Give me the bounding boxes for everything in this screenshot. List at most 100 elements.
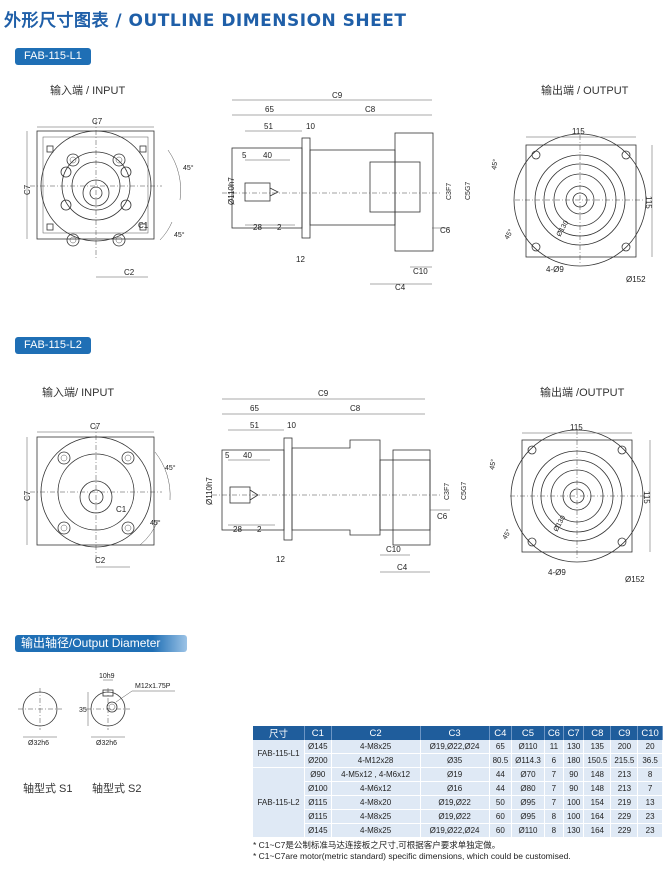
table-cell: 150.5 (583, 753, 612, 768)
table-cell: 90 (563, 767, 585, 782)
table-cell: Ø95 (511, 795, 545, 810)
table-cell: 13 (637, 795, 663, 810)
table-cell: Ø80 (511, 781, 545, 796)
l1-input-view: C7 C7 C2 C1 45° 45° (23, 117, 194, 278)
dim-c9-l1: C9 (332, 91, 343, 100)
table-cell: 4-M8x25 (331, 809, 421, 824)
dim-115-top-l2: 115 (570, 423, 583, 432)
table-cell: Ø145 (304, 740, 332, 754)
section-badge-shaft: 输出轴径/Output Diameter (15, 635, 187, 652)
table-cell: 7 (544, 767, 564, 782)
table-cell: 7 (544, 795, 564, 810)
dim-32h6-s2: Ø32h6 (96, 740, 117, 747)
dim-c7-top-l1: C7 (92, 117, 103, 126)
table-cell: Ø19,Ø22,Ø24 (420, 823, 490, 838)
table-cell: Ø110 (511, 740, 545, 754)
input-label-l1: 输入端 / INPUT (50, 85, 126, 97)
dim-c5g7-l1: C5G7 (465, 182, 472, 200)
table-cell: 130 (563, 823, 585, 838)
table-cell: 215.5 (610, 753, 639, 768)
table-cell: 60 (489, 809, 513, 824)
dim-5-l2: 5 (225, 451, 230, 460)
shaft-type-s1-label: 轴型式 S1 (23, 783, 73, 795)
header-c9: C9 (610, 726, 639, 740)
dim-65-l2: 65 (250, 404, 259, 413)
dim-2-l1: 2 (277, 223, 282, 232)
table-cell: 200 (610, 740, 639, 754)
table-cell: 213 (610, 767, 639, 782)
dim-152-l2: Ø152 (625, 575, 645, 584)
dim-c8-l1: C8 (365, 105, 376, 114)
dim-c10-l2: C10 (386, 545, 401, 554)
dim-c6-l2: C6 (437, 512, 448, 521)
table-cell: 154 (583, 795, 612, 810)
table-cell: 229 (610, 823, 639, 838)
dim-c1-l1: C1 (138, 221, 149, 230)
table-cell: 50 (489, 795, 513, 810)
dim-35-s2: 35 (79, 707, 87, 714)
dim-holes-l2: 4-Ø9 (548, 568, 566, 577)
table-cell: Ø95 (511, 809, 545, 824)
table-cell: 135 (583, 740, 612, 754)
dim-holes-l1: 4-Ø9 (546, 265, 564, 274)
dim-c9-l2: C9 (318, 389, 329, 398)
dim-c3f7-l2: C3F7 (444, 483, 451, 500)
l2-side-view: C9 65 C8 51 10 5 40 Ø110h7 28 2 12 C3F7 … (205, 389, 468, 573)
table-cell: 4-M12x28 (331, 753, 421, 768)
table-cell: 44 (489, 781, 513, 796)
table-cell: Ø70 (511, 767, 545, 782)
table-cell: 180 (563, 753, 585, 768)
dim-115-top-l1: 115 (572, 127, 585, 136)
table-cell: Ø100 (304, 781, 332, 796)
table-cell: 90 (563, 781, 585, 796)
table-cell: Ø115 (304, 795, 332, 810)
dim-115-side-l1: 115 (644, 196, 653, 209)
table-cell: 60 (489, 823, 513, 838)
table-cell: 213 (610, 781, 639, 796)
table-cell: Ø19,Ø22 (420, 795, 490, 810)
dim-12-l1: 12 (296, 255, 305, 264)
header-c2: C2 (331, 726, 421, 740)
table-cell: Ø115 (304, 809, 332, 824)
angle-45-b-l1: 45° (174, 231, 185, 239)
dim-65-l1: 65 (265, 105, 274, 114)
table-cell: Ø19,Ø22 (420, 809, 490, 824)
dim-10-l1: 10 (306, 122, 315, 131)
dim-28-l1: 28 (253, 223, 262, 232)
dim-130-l1: Ø130 (556, 220, 571, 238)
l2-output-view: 115 115 Ø130 4-Ø9 Ø152 45° 45° (488, 423, 651, 584)
angle-45-out-b-l1: 45° (503, 228, 515, 241)
dim-51-l1: 51 (264, 122, 273, 131)
table-cell: 4-M8x20 (331, 795, 421, 810)
table-cell: 130 (563, 740, 585, 754)
header-c7: C7 (563, 726, 585, 740)
shaft-detail-s1: Ø32h6 (18, 688, 62, 747)
header-c1: C1 (304, 726, 332, 740)
table-cell: 164 (583, 823, 612, 838)
dim-c7-side-l2: C7 (23, 490, 32, 501)
note-1: * C1~C7是公制标准马达连接板之尺寸,可根据客户要求单独定做。 (253, 840, 501, 850)
dim-c6-l1: C6 (440, 226, 451, 235)
dim-32h6-s1: Ø32h6 (28, 740, 49, 747)
angle-45-a-l2: 45° (165, 464, 176, 472)
spec-table: 尺寸 C1 C2 C3 C4 C5 C6 C7 C8 C9 C10 FAB-11… (253, 726, 663, 838)
dim-40-l2: 40 (243, 451, 252, 460)
output-label-l2: 输出端 /OUTPUT (540, 387, 625, 399)
header-c5: C5 (511, 726, 545, 740)
dim-c5g7-l2: C5G7 (461, 482, 468, 500)
table-model-cell: FAB-115-L2 (253, 767, 305, 838)
dim-152-l1: Ø152 (626, 275, 646, 284)
table-cell: 4-M8x25 (331, 823, 421, 838)
table-cell: 219 (610, 795, 639, 810)
table-cell: 229 (610, 809, 639, 824)
table-cell: 36.5 (637, 753, 663, 768)
dim-10h9-s2: 10h9 (99, 673, 115, 680)
table-cell: Ø200 (304, 753, 332, 768)
dim-10-l2: 10 (287, 421, 296, 430)
header-c10: C10 (637, 726, 663, 740)
table-cell: 100 (563, 795, 585, 810)
